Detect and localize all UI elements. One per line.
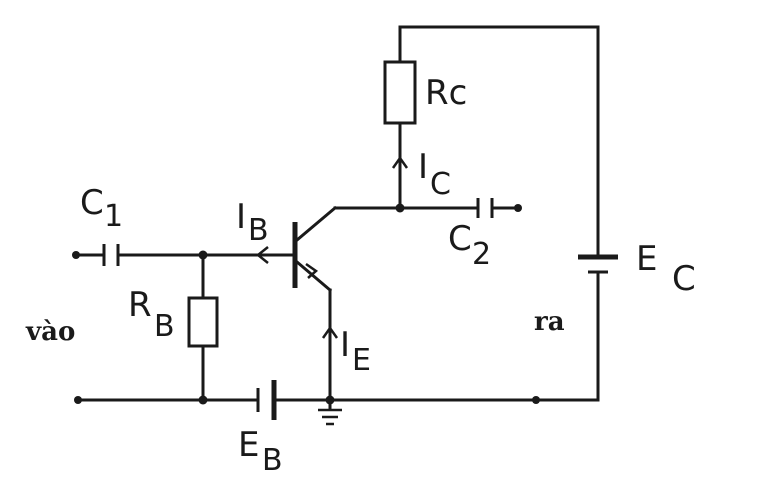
label-eb: E	[238, 425, 259, 465]
label-ec-sub: C	[672, 259, 696, 299]
input-ground-terminal	[74, 396, 82, 404]
resistor-rc	[383, 60, 417, 125]
label-ie-sub: E	[352, 343, 371, 378]
label-ib: I	[236, 197, 246, 237]
label-rb: R	[128, 285, 152, 325]
junction-emitter	[325, 395, 335, 405]
transistor-emitter-lead	[294, 259, 333, 293]
wires	[74, 25, 600, 410]
ground-icon	[318, 408, 342, 426]
label-ie: I	[340, 325, 350, 365]
label-ic-sub: C	[430, 167, 451, 202]
terminal-dots	[72, 203, 540, 405]
label-eb-sub: B	[262, 443, 283, 478]
label-c2-sub: 2	[472, 237, 491, 272]
battery-ec	[578, 254, 618, 274]
input-terminal	[72, 251, 80, 259]
junction-collector	[395, 203, 405, 213]
resistor-rb	[187, 296, 219, 348]
junction-ground-left	[198, 395, 208, 405]
capacitor-c1	[102, 244, 120, 266]
label-rc: Rc	[425, 73, 467, 113]
label-input: vào	[25, 317, 75, 347]
ie-arrow-icon	[321, 325, 339, 339]
label-c1: C	[80, 183, 104, 223]
transistor-collector-lead	[294, 205, 338, 243]
battery-eb	[256, 380, 277, 420]
label-c2: C	[448, 219, 472, 259]
capacitor-c2	[476, 198, 494, 218]
label-ib-sub: B	[248, 213, 269, 248]
label-c1-sub: 1	[104, 199, 123, 234]
ib-arrow-icon	[255, 246, 269, 264]
label-output: ra	[534, 307, 565, 337]
output-ground-terminal	[532, 396, 540, 404]
label-rb-sub: B	[154, 309, 175, 344]
label-ic: I	[418, 147, 428, 187]
output-terminal	[514, 204, 522, 212]
npn-transistor	[292, 205, 338, 293]
emitter-arrow-icon	[305, 262, 319, 279]
junction-base	[198, 250, 208, 260]
label-ec: E	[636, 239, 657, 279]
